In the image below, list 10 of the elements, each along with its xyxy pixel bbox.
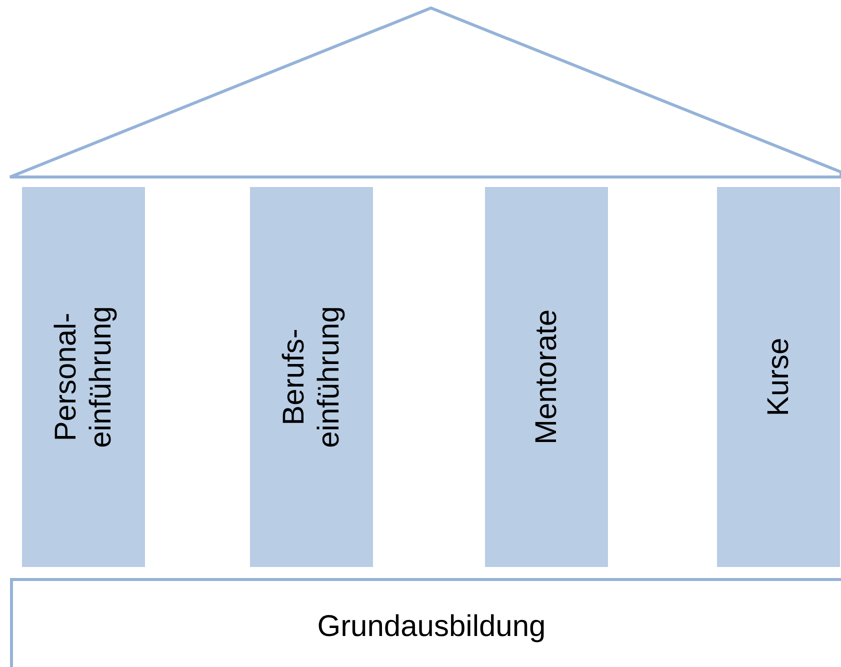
pillar-box	[22, 187, 145, 567]
pillar-label: Mentorate	[529, 308, 564, 447]
pillar-box	[250, 187, 373, 567]
foundation-box	[10, 578, 841, 667]
pillar-label: Berufs- einführung	[277, 305, 346, 450]
pillar-box	[485, 187, 608, 567]
foundation-label: Grundausbildung	[317, 610, 546, 644]
pillar-box	[717, 187, 840, 567]
pillar-label: Personal- einführung	[49, 305, 118, 450]
pillar-label: Kurse	[761, 336, 796, 418]
